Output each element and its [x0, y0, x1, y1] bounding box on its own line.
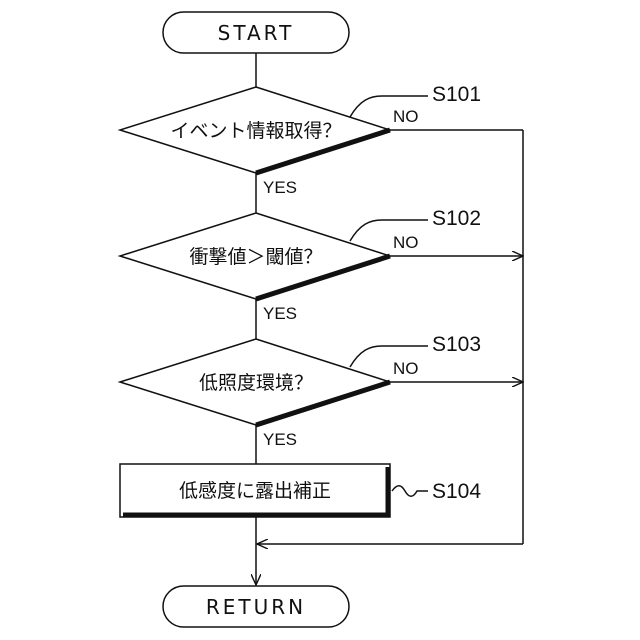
decision-s101-text: イベント情報取得？ — [170, 120, 341, 142]
return-terminal: RETURN — [163, 586, 349, 627]
decision-s103-text: 低照度環境？ — [199, 372, 313, 394]
decision-s103: 低照度環境？ — [120, 339, 390, 425]
step-id-s101: S101 — [432, 83, 481, 106]
return-label: RETURN — [206, 595, 306, 619]
step-id-s103: S103 — [432, 333, 481, 356]
start-terminal: START — [163, 12, 349, 53]
no-label-s101: NO — [393, 107, 419, 126]
process-s104-text: 低感度に露出補正 — [179, 480, 331, 502]
decision-s102: 衝撃値＞閾値？ — [120, 213, 390, 299]
no-label-s103: NO — [393, 359, 419, 378]
decision-s101: イベント情報取得？ — [120, 87, 390, 173]
yes-label-s102: YES — [263, 304, 297, 323]
leader-s104 — [392, 486, 428, 497]
no-label-s102: NO — [393, 233, 419, 252]
yes-label-s103: YES — [263, 430, 297, 449]
step-id-s104: S104 — [432, 480, 481, 503]
step-id-s102: S102 — [432, 207, 481, 230]
yes-label-s101: YES — [263, 178, 297, 197]
process-s104: 低感度に露出補正 — [120, 464, 390, 517]
start-label: START — [218, 21, 295, 45]
decision-s102-text: 衝撃値＞閾値？ — [189, 246, 322, 268]
